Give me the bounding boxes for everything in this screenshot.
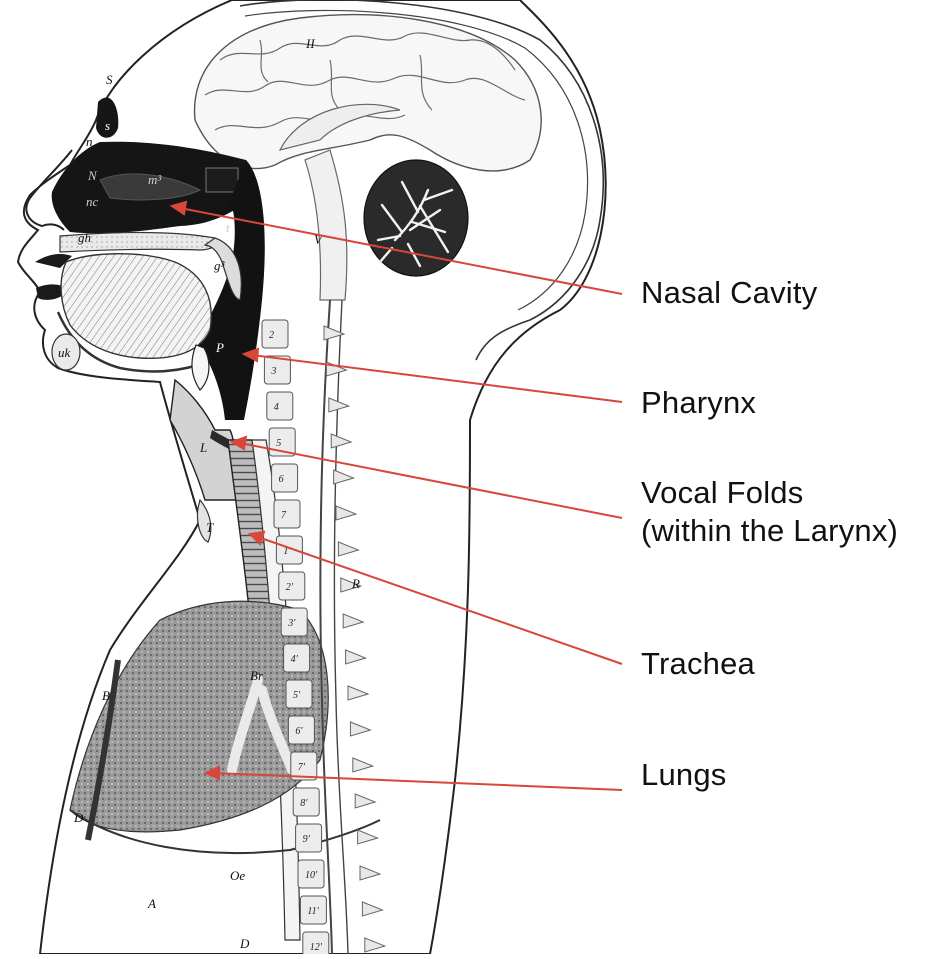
letter-R: R	[351, 576, 360, 591]
letter-a: a	[224, 288, 231, 303]
letter-n: n	[86, 134, 93, 149]
letter-T: T	[206, 520, 214, 535]
letter-s-small: s	[105, 118, 110, 133]
vertebra-number: 5	[276, 438, 281, 449]
letter-B: B	[102, 688, 110, 703]
letter-D2: D	[239, 936, 250, 951]
label-vocal-folds: Vocal Folds	[641, 474, 803, 512]
vertebra-body	[274, 500, 300, 528]
label-nasal-cavity: Nasal Cavity	[641, 274, 817, 312]
letter-D: D	[73, 810, 84, 825]
letter-uk: uk	[58, 345, 71, 360]
vertebra-number: 5'	[293, 690, 301, 701]
vertebra-number: 2'	[286, 582, 294, 593]
vertebra-number: 3'	[287, 618, 296, 629]
label-vocal-folds-sub: (within the Larynx)	[641, 512, 898, 550]
letter-ms: m³	[148, 172, 162, 187]
letter-gh: gh	[78, 230, 91, 245]
letter-nc: nc	[86, 194, 99, 209]
vertebra-number: 2	[269, 330, 274, 341]
vertebra-number: 12'	[310, 942, 323, 953]
letter-II: II	[305, 36, 315, 51]
vertebra-number: 7'	[298, 762, 306, 773]
vertebra-number: 4	[274, 402, 279, 413]
vertebra-body	[272, 464, 298, 492]
label-pharynx: Pharynx	[641, 384, 756, 422]
letter-gs: g³	[214, 258, 226, 273]
vertebra-number: 10'	[305, 870, 318, 881]
sphenoid-sinus	[206, 168, 238, 192]
vertebra-number: 11'	[307, 906, 319, 917]
letter-Oe: Oe	[230, 868, 245, 883]
vertebra-body	[267, 392, 293, 420]
vertebra-number: 6'	[295, 726, 303, 737]
vertebra-number: 9'	[303, 834, 311, 845]
letter-L: L	[199, 440, 207, 455]
letter-s: S	[106, 72, 113, 87]
letter-Br: Br	[250, 668, 264, 683]
vertebra-number: 6	[279, 474, 284, 485]
letter-N: N	[87, 168, 98, 183]
vertebra-number: 4'	[291, 654, 299, 665]
letter-p: P	[215, 340, 224, 355]
letter-t: t	[226, 220, 230, 235]
label-lungs: Lungs	[641, 756, 726, 794]
letter-A: A	[147, 896, 156, 911]
letter-sp: S'	[226, 196, 236, 211]
vertebra-body	[262, 320, 288, 348]
label-trachea: Trachea	[641, 645, 755, 683]
vertebra-number: 8'	[300, 798, 308, 809]
vertebra-number: 3	[270, 366, 276, 377]
